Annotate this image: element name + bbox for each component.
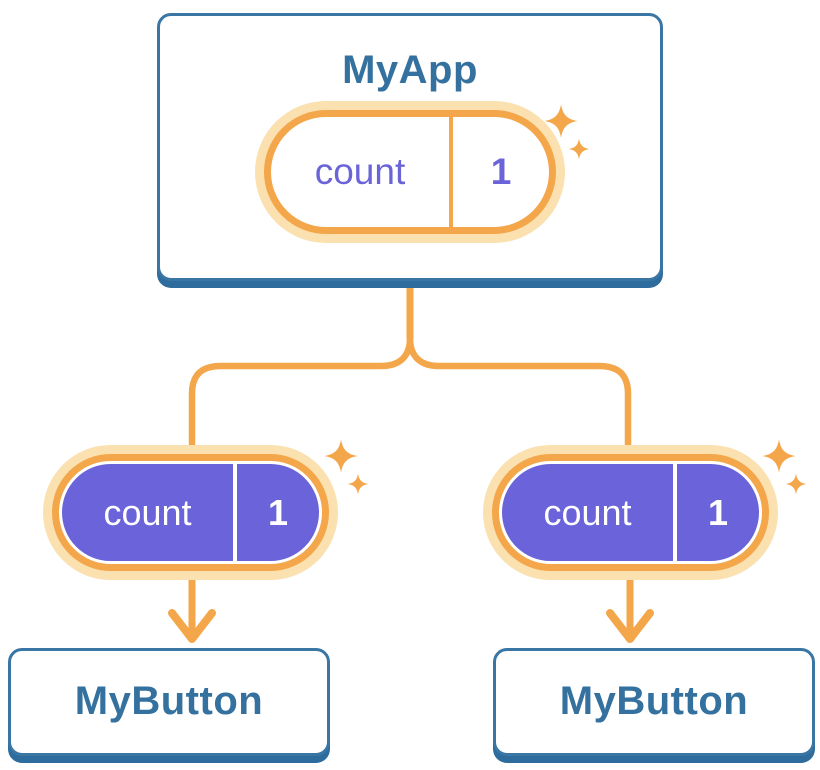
sparkle-icon	[762, 439, 796, 473]
prop-name-label: count	[103, 491, 192, 533]
state-value-label: 1	[490, 151, 512, 192]
connector-branch-left	[188, 334, 414, 474]
sparkle-icon	[785, 473, 807, 495]
pill-divider	[233, 464, 237, 561]
pill-divider	[673, 464, 677, 561]
state-pill-body: count 1	[271, 117, 549, 227]
component-title: MyButton	[559, 679, 749, 723]
sparkle-icon	[347, 473, 369, 495]
prop-pill-left: count 1	[59, 461, 322, 564]
sparkle-icon	[324, 439, 358, 473]
arrow-left-head	[168, 609, 216, 643]
pill-divider	[449, 117, 453, 227]
prop-pill-body: count 1	[502, 464, 759, 561]
prop-pill-body: count 1	[62, 464, 319, 561]
arrow-right-head	[606, 609, 654, 643]
component-card-mybutton-left: MyButton	[8, 648, 330, 756]
prop-pill-right: count 1	[499, 461, 762, 564]
component-card-mybutton-right: MyButton	[493, 648, 815, 756]
prop-name-label: count	[543, 491, 632, 533]
prop-value-label: 1	[707, 491, 729, 533]
state-pill-root: count 1	[264, 110, 556, 234]
prop-value-label: 1	[267, 491, 289, 533]
connector-branch-right	[406, 334, 632, 474]
component-title: MyApp	[342, 48, 478, 92]
component-title: MyButton	[74, 679, 264, 723]
state-name-label: count	[314, 151, 406, 192]
